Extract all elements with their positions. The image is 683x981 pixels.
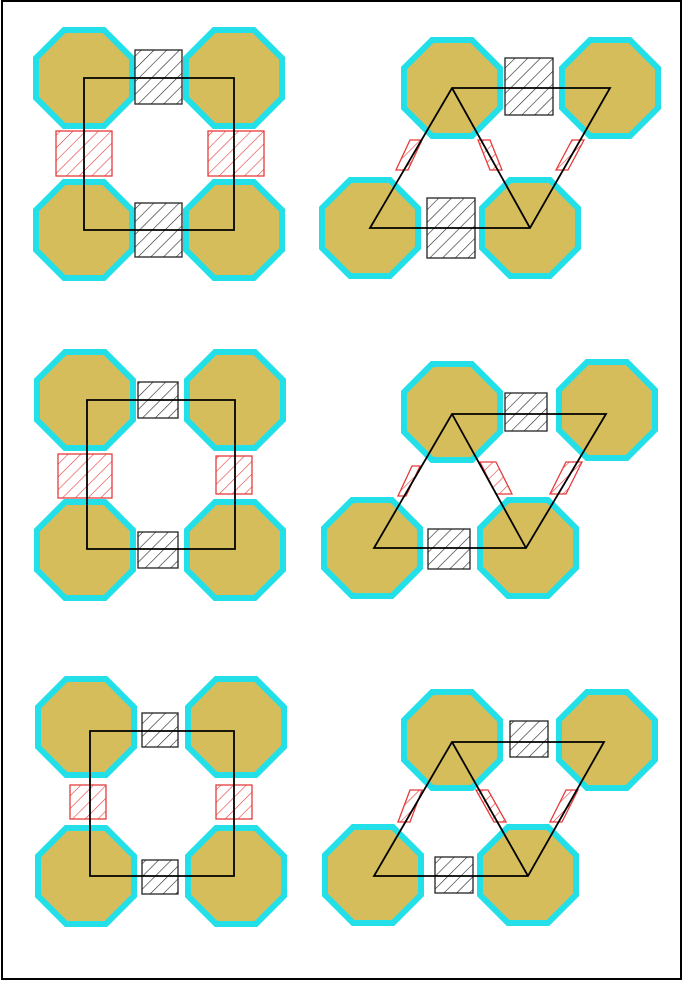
bond-tri3-left <box>397 789 423 823</box>
bond-sq1-top <box>134 49 183 105</box>
bond-tri2-top <box>504 392 548 432</box>
octagon-sq3-bl <box>35 825 137 927</box>
octagon-tri2-bm <box>477 497 579 599</box>
octagon-tri3-bl <box>322 824 424 926</box>
octagon-tri2-tl <box>401 361 503 463</box>
bond-sq2-bottom <box>137 531 179 569</box>
bond-tri1-right <box>554 139 586 171</box>
bond-sq3-top <box>141 712 179 748</box>
bond-tri2-mid <box>478 461 514 495</box>
square-outline-2 <box>86 399 236 550</box>
bond-tri2-right <box>548 461 584 495</box>
octagon-sq2-br <box>184 499 286 601</box>
octagon-sq2-bl <box>34 499 136 601</box>
octagon-sq3-tr <box>185 676 287 778</box>
bond-tri1-top <box>504 57 554 116</box>
octagon-sq3-tl <box>35 676 137 778</box>
square-outline-1 <box>83 77 235 231</box>
bond-tri3-right <box>548 789 580 823</box>
octagon-tri3-tr <box>556 689 658 791</box>
bond-tri2-left <box>396 465 422 497</box>
triangle-diagonal-2 <box>451 413 527 549</box>
bond-sq1-right <box>207 130 265 177</box>
triangle-diagonal-3 <box>451 741 529 877</box>
octagon-tri3-tl <box>401 689 503 791</box>
octagon-sq3-br <box>185 825 287 927</box>
octagon-sq2-tl <box>34 349 136 451</box>
bond-tri1-left <box>394 139 424 171</box>
bond-tri2-bottom <box>427 528 471 570</box>
bond-sq2-right <box>215 455 253 495</box>
bond-tri3-top <box>509 720 549 758</box>
octagon-tri2-tr <box>556 359 658 461</box>
bond-tri3-mid <box>474 789 508 823</box>
octagon-tri2-bl <box>321 497 423 599</box>
bond-sq3-left <box>69 784 107 820</box>
bond-tri3-bottom <box>434 856 474 894</box>
triangle-diagonal-1 <box>451 87 531 229</box>
bond-sq2-left <box>57 453 113 499</box>
square-outline-3 <box>89 730 235 877</box>
bond-sq3-bottom <box>141 859 179 895</box>
